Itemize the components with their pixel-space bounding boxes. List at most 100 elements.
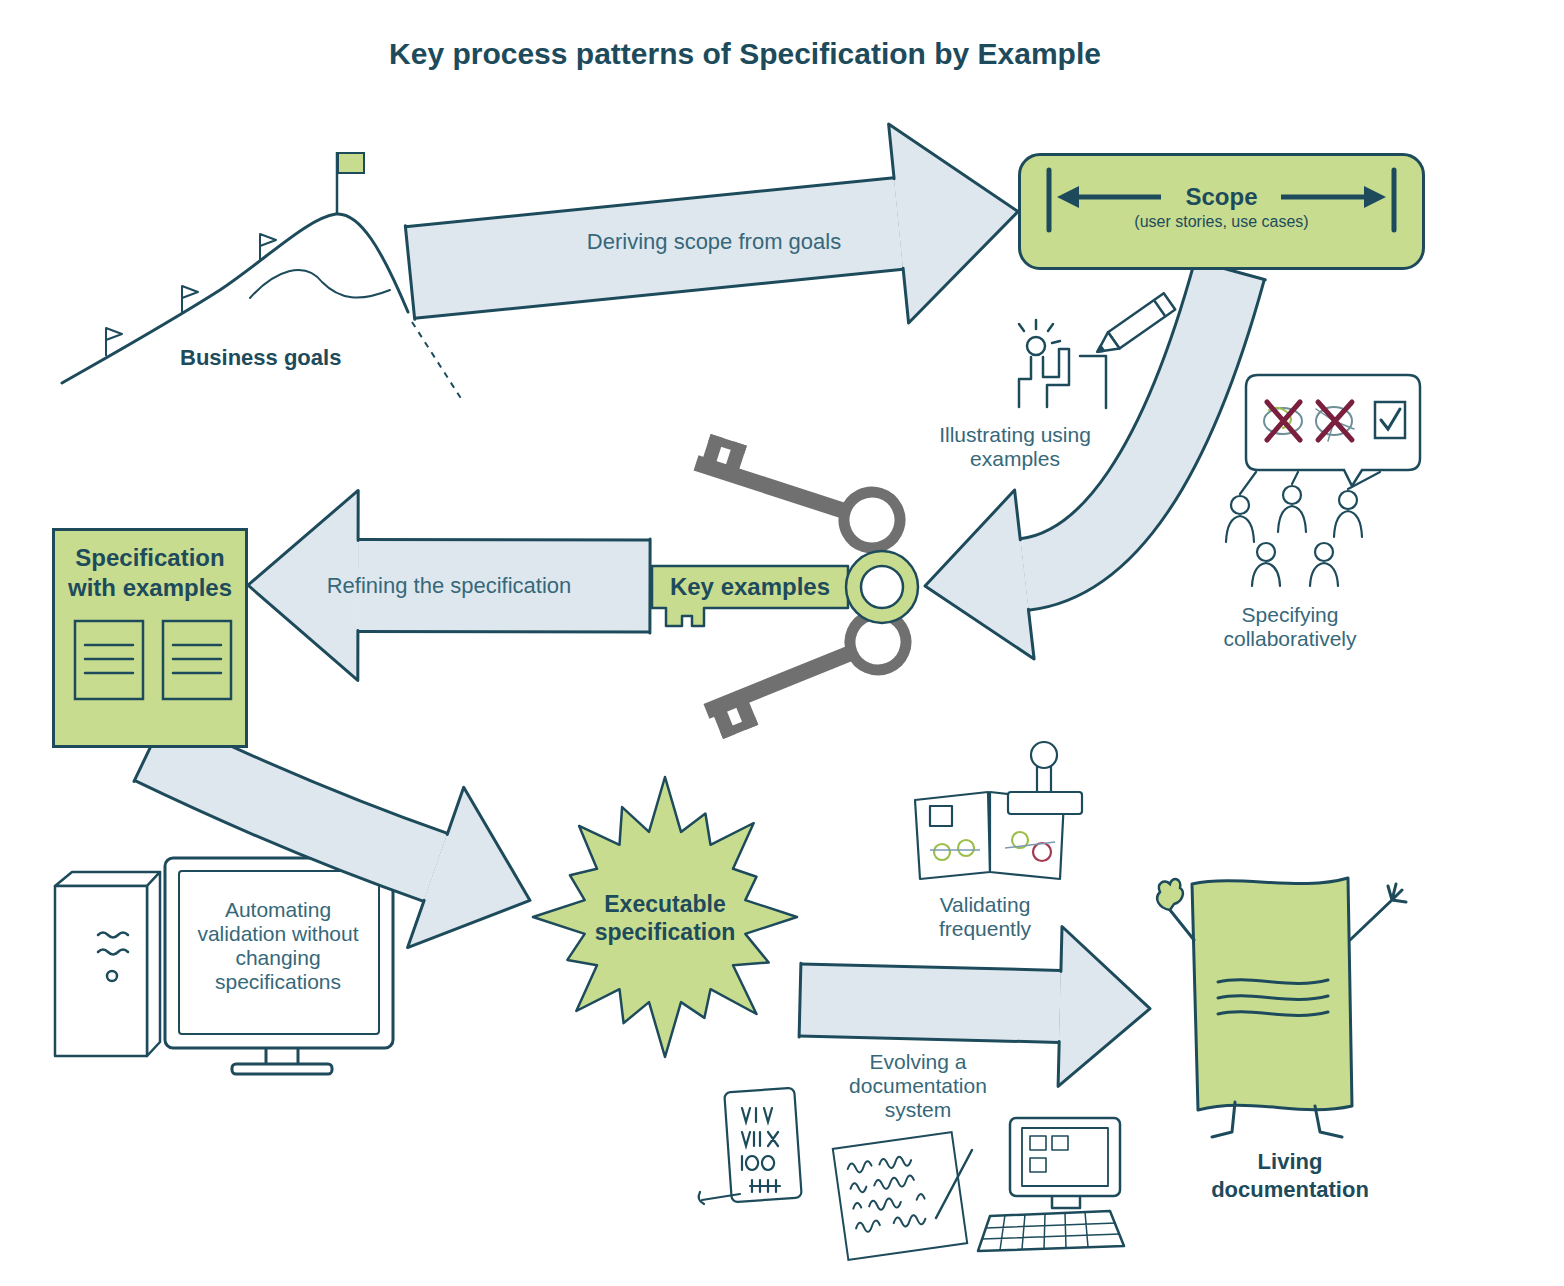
stamp-and-book-part: [915, 792, 990, 879]
label-anchor: Automating validation without changing s…: [196, 898, 361, 994]
node-label: Specification with examples: [61, 543, 239, 603]
pencil-part: [1154, 300, 1165, 316]
computer-monitor-part: [179, 871, 379, 1034]
scope-box-outline: [1021, 156, 1422, 267]
team-figures: [1226, 472, 1380, 586]
living-document-figure-outline-part: [1218, 980, 1328, 1016]
desktop-computer: [978, 1118, 1124, 1251]
goal-mountain-outline-part: [338, 153, 364, 173]
team-figures-part: [1231, 496, 1249, 514]
pattern-label: Evolving a documentation system: [828, 1050, 1008, 1122]
scope-box: Scope(user stories, use cases): [1018, 153, 1425, 270]
living-document-figure: Living documentation: [1150, 870, 1430, 1200]
team-figures-part: [1226, 516, 1254, 542]
stone-tablet-part: [699, 1192, 740, 1204]
goal-mountain-outline-part: [250, 270, 390, 298]
team-figures-part: [1334, 511, 1362, 537]
computer-monitor-part: [266, 1048, 298, 1064]
speech-bubble-part: [1375, 402, 1405, 438]
handwritten-letter-part-part: [853, 1194, 926, 1214]
arrow-shaft-fill: [800, 1000, 1060, 1006]
arrow-shaft-fill: [410, 224, 899, 273]
computer-tower-part: [55, 886, 147, 1056]
idea-figure-part: [1027, 337, 1045, 355]
title-anchor: Key process patterns of Specification by…: [245, 36, 1245, 72]
team-figures-part: [1339, 491, 1357, 509]
speech-bubble-part: [1267, 402, 1300, 440]
arrow-shaft-fill: [1024, 270, 1229, 575]
grey-key-part: [837, 485, 908, 556]
key-shape-outline-part: [861, 566, 903, 608]
computer-monitor-part: [165, 858, 393, 1048]
speech-bubble-part: [1381, 409, 1400, 429]
flow-arrow: [248, 490, 650, 680]
node-label: Business goals: [180, 345, 530, 371]
stamp-and-book-part: [1031, 742, 1057, 768]
stamp-and-book-part: [1008, 792, 1082, 814]
handwritten-letter-part-part: [847, 1155, 912, 1174]
computer-tower-part: [98, 933, 128, 955]
handwritten-letter: [833, 1132, 972, 1260]
desktop-computer-part: [982, 1212, 1120, 1250]
desktop-computer-part: [1052, 1136, 1068, 1150]
stone-tablet-part: [742, 1132, 778, 1146]
goal-mountain-outline-part: [106, 234, 276, 340]
node-label: Scope: [1021, 182, 1422, 212]
stone-tablet-part: [742, 1108, 772, 1122]
node-label: Key examples: [660, 572, 840, 602]
document-icons-part: [85, 645, 221, 673]
label-anchor: Specifying collaboratively: [1200, 603, 1380, 651]
grey-key-part: [720, 717, 759, 740]
team-figures-part: [1240, 472, 1380, 494]
pattern-label: Illustrating using examples: [920, 423, 1110, 471]
handwritten-letter-part-part: [855, 1214, 926, 1234]
team-figures-part: [1310, 563, 1338, 586]
node-label: Living documentation: [1205, 1148, 1375, 1204]
team-figures-part: [1257, 543, 1275, 561]
idea-figure-part: [1019, 320, 1060, 343]
living-document-figure-outline-part: [1170, 884, 1406, 1137]
computer-monitor: [165, 858, 393, 1074]
flow-arrow: [405, 124, 1018, 323]
stone-tablet-part: [724, 1088, 802, 1203]
executable-starburst-outline: [530, 775, 800, 1060]
speech-bubble: [1246, 375, 1420, 486]
stamp-and-book-part: [958, 840, 974, 856]
arrow-head-fill: [925, 490, 1034, 659]
arrow-shaft-outline: [150, 748, 436, 867]
grey-key-part: [703, 645, 855, 719]
idea-figure-part: [1080, 356, 1106, 408]
grey-key: [687, 432, 908, 555]
pattern-label: Automating validation without changing s…: [196, 898, 361, 994]
team-figures-part: [1315, 543, 1333, 561]
key-shape-outline-part: [652, 566, 848, 626]
living-document-figure-outline-part: [1192, 878, 1352, 1110]
speech-bubble-part: [1246, 375, 1420, 486]
label-anchor: Evolving a documentation system: [828, 1050, 1008, 1122]
arrow-head-outline: [925, 490, 1034, 659]
desktop-computer-part: [1022, 1128, 1108, 1186]
arrow-head-outline: [1058, 927, 1150, 1087]
computer-tower-part: [55, 872, 160, 886]
desktop-computer-part: [978, 1211, 1124, 1251]
arrow-tail: [799, 963, 801, 1037]
stamp-and-book-part: [934, 844, 950, 860]
document-icons: [61, 615, 245, 705]
stone-tablet-part: [742, 1156, 774, 1170]
specification-box: Specification with examples: [52, 528, 248, 748]
stamp-and-book-part: [1033, 843, 1051, 861]
desktop-computer-part: [1030, 1158, 1046, 1172]
pencil-part: [1108, 293, 1175, 348]
arrow-shaft-fill: [150, 748, 436, 867]
pattern-label: Specifying collaboratively: [1200, 603, 1380, 651]
diagram-title: Key process patterns of Specification by…: [245, 36, 1245, 72]
desktop-computer-part: [1010, 1118, 1120, 1196]
flow-arrow: [799, 927, 1150, 1087]
grey-key-part: [708, 434, 747, 454]
idea-figure-part: [1019, 349, 1069, 407]
stamp-and-book-part: [1037, 766, 1051, 792]
edge-label-anchor: Deriving scope from goals: [587, 229, 841, 255]
arrow-head-fill: [1058, 927, 1150, 1087]
arrow-head-outline: [408, 787, 530, 947]
